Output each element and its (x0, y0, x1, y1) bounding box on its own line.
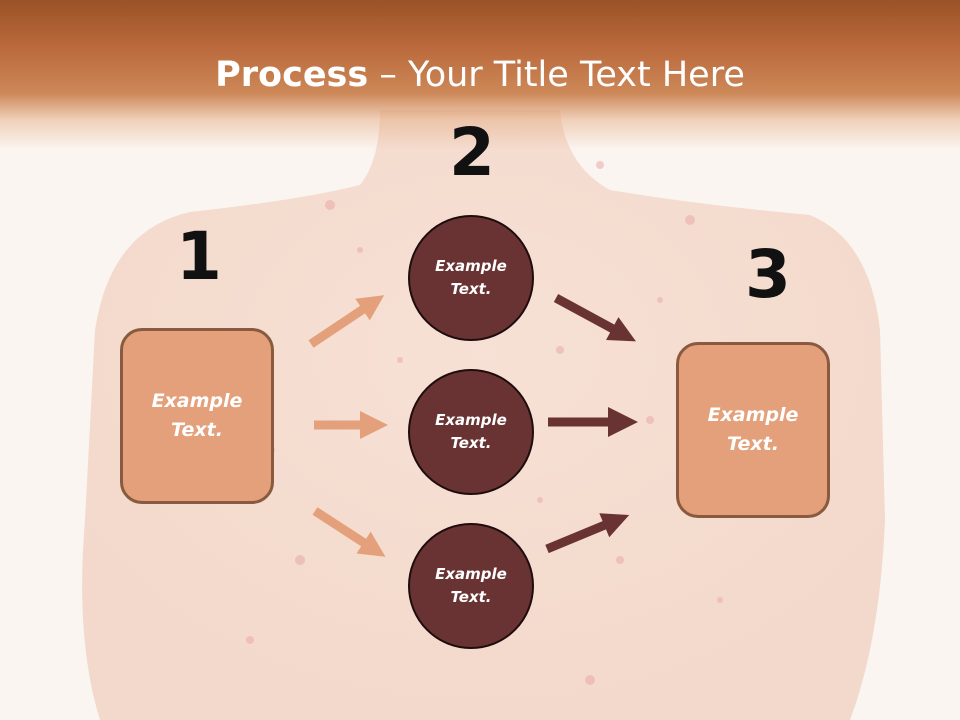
circle-middle-label: Example Text. (435, 411, 507, 452)
arrow-bottom-to-3 (545, 513, 630, 554)
step-2-circle-bottom: Example Text. (408, 523, 534, 649)
slide-title: Process – Your Title Text Here (0, 52, 960, 98)
step-2-circle-middle: Example Text. (408, 369, 534, 495)
title-bold-word: Process (215, 55, 369, 95)
arrow-1-to-bottom (312, 507, 386, 557)
step-1-box: Example Text. (120, 328, 274, 504)
arrow-1-to-top (308, 295, 385, 348)
step-number-3: 3 (745, 236, 791, 313)
circle-bottom-label: Example Text. (435, 565, 507, 606)
circle-top-label: Example Text. (435, 257, 507, 298)
title-rest: – Your Title Text Here (368, 55, 745, 95)
step-number-1: 1 (176, 218, 222, 295)
step-3-box: Example Text. (676, 342, 830, 518)
step-1-box-label: Example Text. (151, 390, 243, 441)
step-number-2: 2 (449, 114, 495, 191)
arrow-top-to-3 (553, 294, 636, 342)
arrow-middle-to-3 (548, 407, 638, 437)
step-2-circle-top: Example Text. (408, 215, 534, 341)
arrow-1-to-middle (314, 411, 388, 439)
step-3-box-label: Example Text. (707, 404, 799, 455)
title-banner (0, 0, 960, 150)
